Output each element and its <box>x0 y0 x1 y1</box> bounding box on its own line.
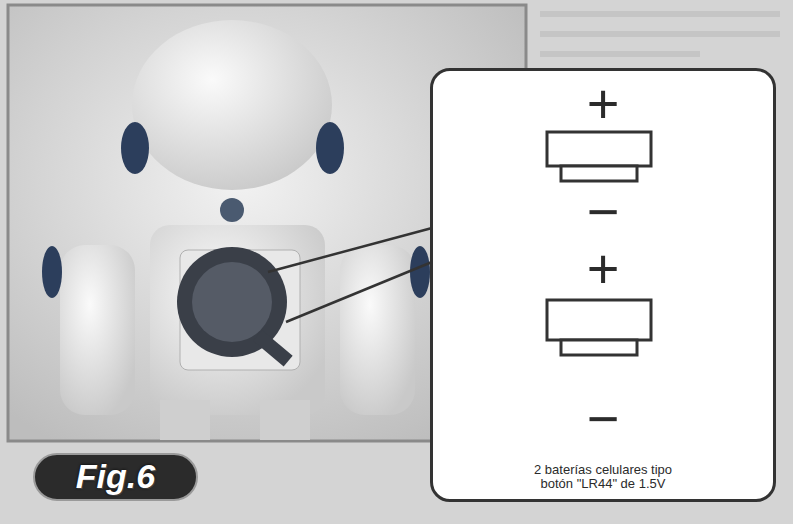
battery-cell <box>547 132 651 166</box>
callout-box: +−+−2 baterías celulares tipo botón "LR4… <box>430 68 776 502</box>
battery-cell-base <box>561 166 637 181</box>
battery-cell-base <box>561 340 637 355</box>
polarity-sign: − <box>433 179 773 244</box>
polarity-sign: + <box>433 71 773 136</box>
figure-badge: Fig.6 <box>33 453 198 501</box>
polarity-sign: − <box>433 386 773 451</box>
figure-number: Fig.6 <box>35 457 196 496</box>
battery-cell <box>547 300 651 340</box>
polarity-sign: + <box>433 236 773 301</box>
battery-caption: 2 baterías celulares tipo botón "LR44" d… <box>525 463 681 491</box>
